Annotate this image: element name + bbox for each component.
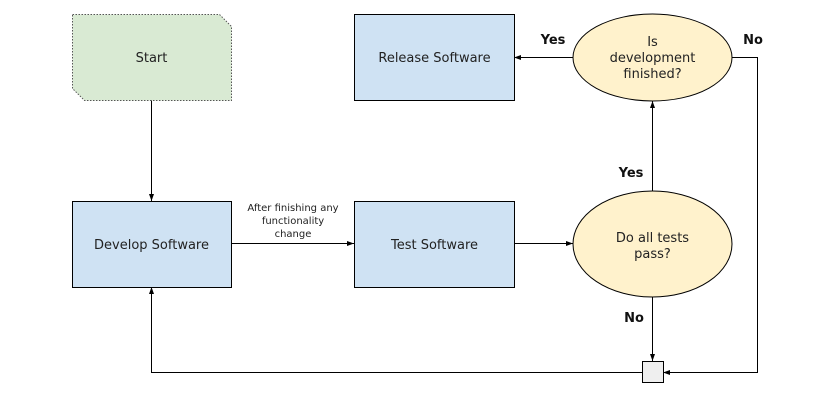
node-tests-pass-line2: pass? (634, 247, 671, 262)
node-merge[interactable] (642, 361, 664, 383)
node-dev-finished-line2: development (610, 51, 696, 66)
edge-label-tests-no: No (624, 311, 644, 326)
node-dev-finished-line3: finished? (623, 67, 681, 82)
edge-label-develop-to-test-line1: After finishing any (247, 203, 338, 214)
edge-label-tests-yes: Yes (618, 166, 644, 181)
node-start-label: Start (136, 51, 168, 66)
node-develop-label: Develop Software (94, 238, 209, 253)
node-develop[interactable]: Develop Software (72, 201, 232, 288)
node-start[interactable]: Start (72, 14, 232, 101)
edge-finished-no (663, 57, 758, 375)
node-tests-pass[interactable]: Do all tests pass? (572, 190, 733, 298)
node-release[interactable]: Release Software (354, 14, 515, 101)
node-dev-finished-line1: Is (647, 35, 658, 50)
node-test[interactable]: Test Software (354, 201, 515, 288)
edge-label-finished-yes: Yes (540, 33, 566, 48)
node-tests-pass-line1: Do all tests (616, 231, 689, 246)
edge-label-develop-to-test-line2: functionality (262, 216, 324, 227)
edge-label-finished-no: No (743, 33, 763, 48)
edge-merge-to-develop (149, 287, 642, 373)
node-dev-finished[interactable]: Is development finished? (572, 13, 733, 102)
edge-label-develop-to-test-line3: change (275, 229, 312, 240)
node-test-label: Test Software (390, 238, 478, 253)
node-release-label: Release Software (378, 51, 490, 66)
